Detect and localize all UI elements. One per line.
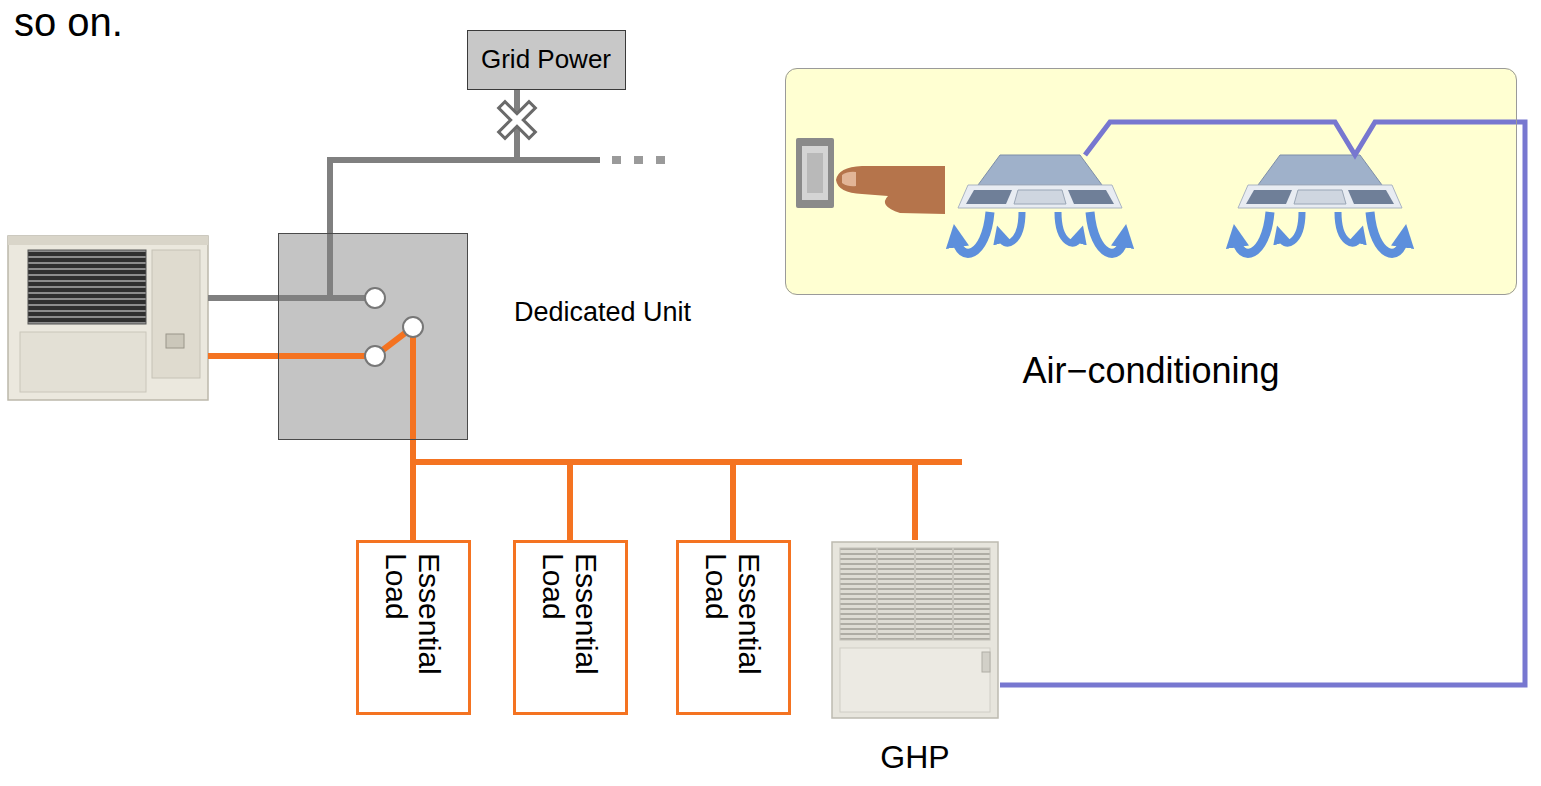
- essential-load-box: Essential Load: [513, 540, 628, 715]
- wire: [413, 440, 570, 540]
- grid-line-continuation: [517, 156, 665, 164]
- text-holder: Essential Load: [537, 553, 603, 703]
- node-label: Grid Power: [481, 44, 611, 75]
- load-label: Essential Load: [380, 553, 446, 703]
- wire: [413, 440, 915, 540]
- node-label: Air−conditioning: [786, 349, 1516, 392]
- bus-continuation: [913, 459, 962, 465]
- ghp-illustration: [832, 542, 998, 718]
- text-holder: Essential Load: [700, 553, 766, 703]
- node-label: GHP: [830, 738, 1000, 776]
- dedicated-unit-box: Dedicated Unit: [278, 233, 468, 440]
- text-holder: Essential Load: [380, 553, 446, 703]
- essential-load-box: Essential Load: [676, 540, 791, 715]
- dedicated-unit-internals: [208, 233, 468, 440]
- load-label: Essential Load: [537, 553, 603, 703]
- text-holder: Grid Power: [477, 44, 615, 75]
- air-conditioning-zone: Air−conditioning: [785, 68, 1517, 295]
- note-text: so on.: [14, 2, 123, 42]
- generator-illustration: [8, 236, 208, 400]
- text-holder: GHP: [830, 738, 1000, 776]
- text-holder: Air−conditioning: [786, 349, 1516, 392]
- wire: [1000, 122, 1525, 685]
- node-label: Dedicated Unit: [514, 296, 691, 328]
- grid-power-box: Grid Power: [467, 30, 626, 90]
- label-holder: so on.: [14, 2, 123, 42]
- air-conditioning-illustration: [785, 68, 1517, 295]
- wire: [330, 90, 517, 233]
- wire: [413, 440, 733, 540]
- text-holder: Dedicated Unit: [514, 296, 691, 328]
- essential-load-box: Essential Load: [356, 540, 471, 715]
- load-label: Essential Load: [700, 553, 766, 703]
- breaker-symbol: [505, 108, 529, 132]
- ghp-unit: GHP: [830, 540, 1000, 720]
